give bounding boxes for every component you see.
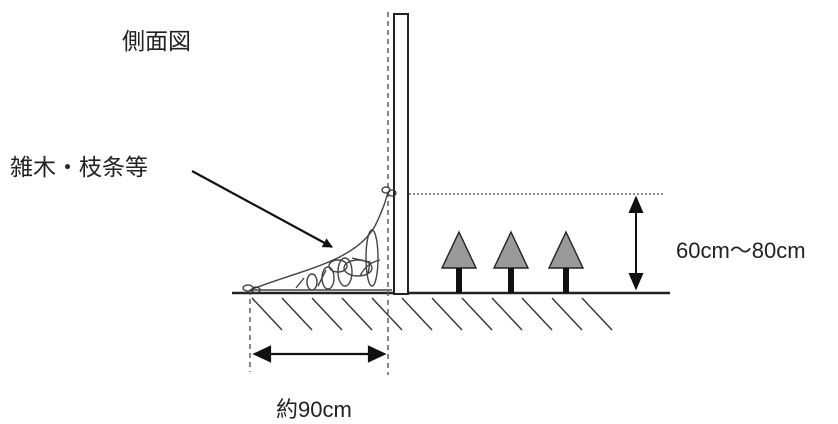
fence-post xyxy=(393,13,409,295)
seedling xyxy=(440,230,478,293)
height-label: 60cm〜80cm xyxy=(676,238,806,263)
rope-knot-bottom xyxy=(242,284,261,294)
brush-pile xyxy=(249,191,392,291)
diagram-title: 側面図 xyxy=(122,29,191,55)
ground xyxy=(232,291,670,331)
height-dimension-arrow xyxy=(628,195,644,291)
width-label: 約90cm xyxy=(276,397,352,422)
seedlings xyxy=(440,230,585,293)
seedling xyxy=(547,230,585,293)
seedling xyxy=(492,230,530,293)
width-dimension-arrow xyxy=(252,345,387,363)
pointer-arrow xyxy=(191,170,333,248)
rope-knot-top xyxy=(381,186,397,197)
brush-pile-label: 雑木・枝条等 xyxy=(10,155,148,181)
